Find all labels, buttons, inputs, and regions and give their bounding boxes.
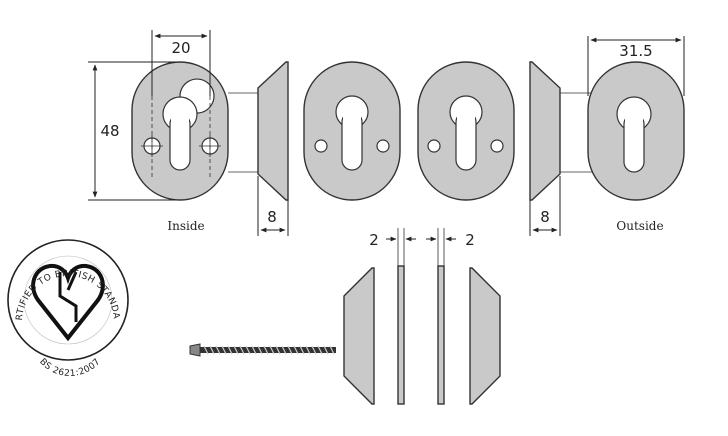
- center-plate-right: [417, 61, 515, 201]
- dimension-label: 8: [540, 208, 550, 226]
- dimension-thickness-left: 2: [369, 228, 416, 266]
- dimension-width-inside: 20: [151, 30, 211, 96]
- inside-plate: [131, 61, 229, 201]
- outside-profile: [529, 61, 561, 201]
- inside-profile: [257, 61, 289, 201]
- dimension-height: 48: [88, 61, 176, 201]
- dimension-label: 8: [267, 208, 277, 226]
- dimension-thickness-right: 2: [426, 228, 475, 266]
- dimension-depth-outside: 8: [529, 176, 561, 236]
- exploded-profile-inside: [343, 267, 375, 405]
- dimension-label: 2: [369, 231, 379, 249]
- dimension-label: 31.5: [619, 42, 652, 60]
- dimension-width-outside: 31.5: [587, 36, 685, 96]
- dimension-label: 2: [465, 231, 475, 249]
- dimension-label: 20: [171, 39, 190, 57]
- exploded-profile-outside: [469, 267, 501, 405]
- outside-plate: [587, 61, 685, 201]
- center-plate-left: [303, 61, 401, 201]
- dimension-label: 48: [100, 122, 119, 140]
- outside-label: Outside: [616, 219, 663, 233]
- screw-icon: [189, 343, 336, 357]
- dimension-depth-inside: 8: [257, 176, 289, 236]
- inside-label: Inside: [167, 219, 204, 233]
- exploded-spacer-left: [397, 265, 405, 405]
- kitemark-icon: CERTIFIED TO BRITISH STANDARD BS 2621:20…: [0, 0, 129, 379]
- exploded-spacer-right: [437, 265, 445, 405]
